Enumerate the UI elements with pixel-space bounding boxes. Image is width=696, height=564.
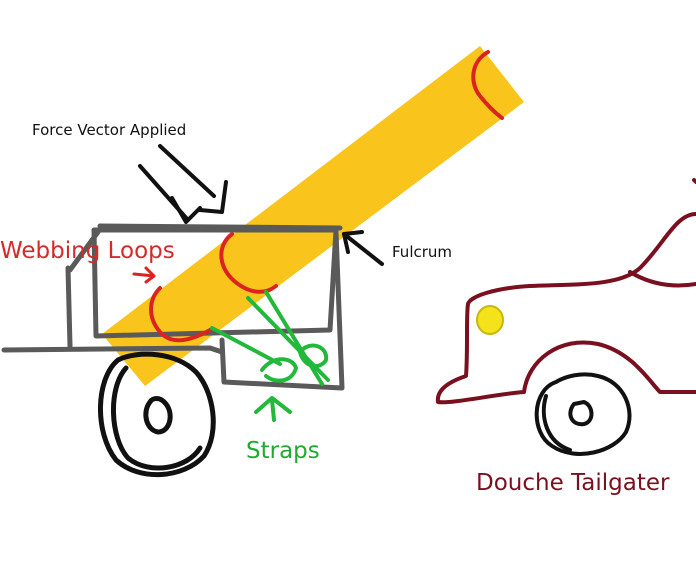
straps-label: Straps (246, 438, 320, 464)
force-arrows (138, 144, 228, 224)
force-vector-label: Force Vector Applied (32, 121, 186, 139)
car-wheel (534, 372, 632, 456)
webbing-loop-3 (471, 50, 504, 120)
fulcrum-label: Fulcrum (392, 243, 452, 261)
webbing-loops-label: Webbing Loops (0, 238, 175, 264)
headlight (476, 305, 504, 335)
douche-tailgater-label: Douche Tailgater (476, 470, 670, 496)
yellow-pipe (102, 46, 524, 386)
straps-pointer-arrow (254, 396, 292, 422)
webbing-loop-1 (149, 286, 212, 343)
tailgater-car (435, 178, 696, 405)
straps-drawing (210, 290, 330, 386)
webbing-pointer-arrow (132, 266, 156, 284)
fulcrum-arrow (342, 230, 384, 266)
trailer-frame (1, 223, 345, 391)
trailer-wheel (98, 351, 216, 478)
